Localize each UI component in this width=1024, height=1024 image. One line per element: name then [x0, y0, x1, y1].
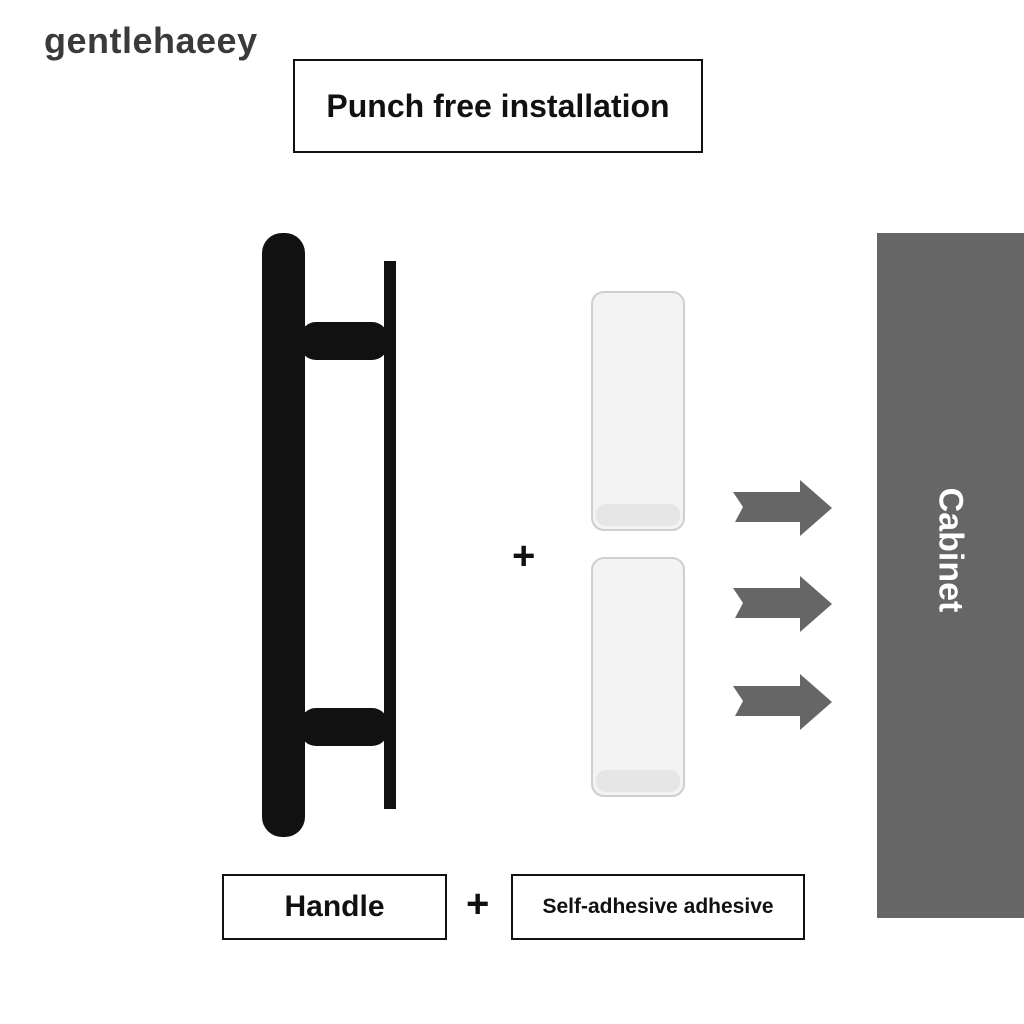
handle-label: Handle	[284, 890, 385, 923]
arrow-right-icon	[733, 576, 832, 632]
adhesive-pads	[591, 291, 685, 797]
arrow-right-icon	[733, 674, 832, 730]
cabinet-panel	[877, 233, 1024, 918]
handle-bar	[262, 233, 305, 837]
watermark-text: gentlehaeey	[44, 20, 258, 61]
plus-sign: +	[466, 882, 490, 926]
handle-standoff-bottom	[300, 708, 388, 746]
handle-base-plate	[384, 261, 396, 809]
arrow-right-icon	[733, 480, 832, 536]
bar-handle-icon	[262, 233, 396, 837]
handle-label-box: Handle	[222, 874, 447, 940]
cabinet-label: Cabinet	[931, 487, 970, 613]
arrows-group	[733, 480, 832, 730]
title-box: Punch free installation	[293, 59, 703, 153]
adhesive-pad-shadow	[596, 504, 680, 526]
adhesive-pad-icon	[591, 557, 685, 797]
page-title: Punch free installation	[326, 87, 670, 124]
adhesive-pad-shadow	[596, 770, 680, 792]
adhesive-label: Self-adhesive adhesive	[542, 895, 774, 918]
plus-sign: +	[512, 534, 536, 578]
adhesive-label-box: Self-adhesive adhesive	[511, 874, 805, 940]
adhesive-pad-icon	[591, 291, 685, 531]
handle-standoff-top	[300, 322, 388, 360]
